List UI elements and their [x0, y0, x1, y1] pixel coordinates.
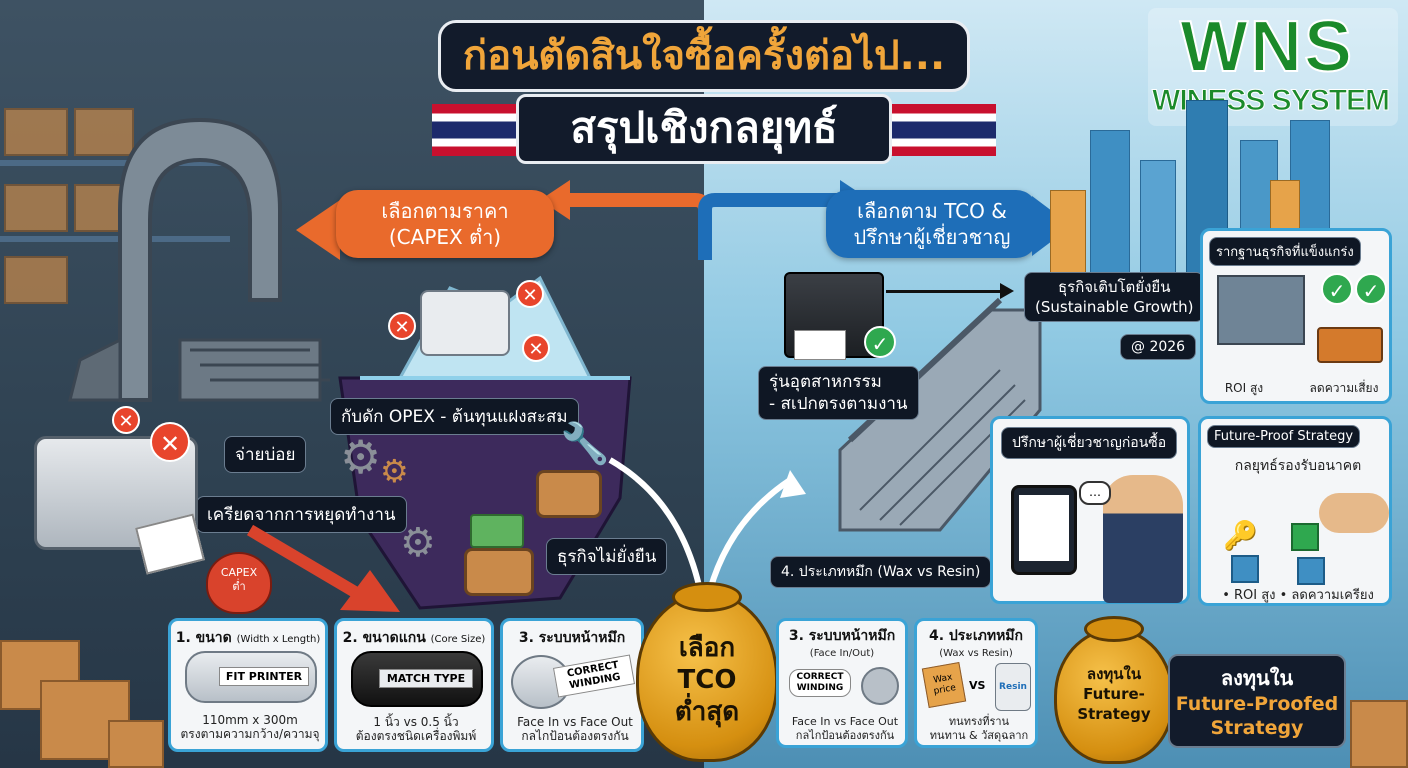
industrial-model-label: รุ่นอุตสาหกรรม - สเปกตรงตามงาน — [758, 366, 919, 420]
fork-road-arrows — [540, 180, 870, 260]
foundation-right-caption: ลดความเสี่ยง — [1309, 381, 1379, 395]
frequent-payment-label: จ่ายบ่อย — [224, 436, 307, 473]
thai-flag-right — [886, 104, 996, 156]
future-proof-title: Future-Proof Strategy — [1207, 425, 1361, 448]
close-icon: ✕ — [522, 334, 550, 362]
core-card-title: 2. ขนาดแกน — [342, 630, 426, 646]
future-proof-captions: • ROI สูง • ลดความเครียง — [1222, 588, 1374, 603]
chart-on-tablet — [1019, 495, 1069, 561]
cardboard-box — [108, 720, 164, 768]
check-icon: ✓ — [864, 326, 896, 358]
foundation-panel: รากฐานธุรกิจที่แข็งแกร่ง ✓ ✓ ROI สูง ลดค… — [1200, 228, 1392, 404]
gear-icon: ⚙ — [380, 452, 409, 490]
winding-card-desc: Face In vs Face Out กลไกป้อนต้องตรงกัน — [517, 715, 633, 743]
close-icon: ✕ — [112, 406, 140, 434]
page-title: ก่อนตัดสินใจซื้อครั้งต่อไป... — [438, 20, 970, 92]
sustainable-growth-label: ธุรกิจเติบโตยั่งยืน (Sustainable Growth) — [1024, 272, 1205, 322]
consult-expert-panel: ปรึกษาผู้เชี่ยวชาญก่อนซื้อ … — [990, 416, 1190, 604]
close-icon: ✕ — [388, 312, 416, 340]
year-label: @ 2026 — [1120, 334, 1197, 360]
future-proof-subtitle: กลยุทธ์รองรับอนาคต — [1234, 458, 1362, 474]
cube-icon — [1291, 523, 1319, 551]
warehouse-icon — [1217, 275, 1305, 345]
cube-icon — [1297, 557, 1325, 585]
correct-winding-label: CORRECT WINDING — [789, 669, 851, 697]
size-card-title: 1. ขนาด — [175, 630, 232, 646]
winding-card: 3. ระบบหน้าหมึก CORRECT WINDING Face In … — [500, 618, 644, 752]
wax-price-tag: Wax price — [921, 662, 967, 708]
size-card-title-en: (Width x Length) — [236, 634, 321, 645]
match-type-label: MATCH TYPE — [379, 669, 473, 688]
core-card-desc: 1 นิ้ว vs 0.5 นิ้ว ต้องตรงชนิดเครื่องพิม… — [355, 715, 477, 743]
wrench-icon: 🔧 — [560, 421, 610, 467]
check-icon: ✓ — [1355, 273, 1387, 305]
page-subtitle: สรุปเชิงกลยุทธ์ — [516, 94, 892, 164]
capex-money-bag — [206, 552, 272, 614]
core-size-card: 2. ขนาดแกน (Core Size) MATCH TYPE 1 นิ้ว… — [334, 618, 494, 752]
face-card-title: 3. ระบบหน้าหมึก — [788, 628, 896, 644]
choose-by-tco-label: เลือกตาม TCO & ปรึกษาผู้เชี่ยวชาญ — [826, 190, 1038, 258]
foundation-left-caption: ROI สูง — [1224, 381, 1264, 395]
left-choice-arrow-head — [296, 200, 340, 260]
capex-bag-label: CAPEX ต่ำ — [220, 566, 258, 593]
foundation-title: รากฐานธุรกิจที่แข็งแกร่ง — [1209, 237, 1361, 266]
opex-trap-label: กับดัก OPEX - ต้นทุนแฝงสะสม — [330, 398, 579, 435]
ink-card-title-en: (Wax vs Resin) — [939, 648, 1013, 659]
close-icon: ✕ — [150, 422, 190, 462]
invest-strategy-box — [1168, 654, 1346, 748]
downtime-stress-label: เครียดจากการหยุดทำงาน — [196, 496, 407, 533]
brand-logo: WNS — [1179, 6, 1354, 88]
ink-card-title: 4. ประเภทหมึก — [928, 628, 1024, 644]
wallet-icon — [536, 470, 602, 518]
road-paths — [608, 457, 806, 591]
invest-box-line2: Future-Proofed Strategy — [1175, 693, 1339, 739]
resin-bottle: Resin — [995, 663, 1031, 711]
size-card-desc: 110mm x 300m ตรงตามความกว้าง/ความจุ — [180, 713, 320, 741]
hand-icon — [1319, 493, 1389, 533]
tco-bag-text: เลือก TCO ต่ำสุด — [674, 633, 740, 727]
ruined-arch-illustration — [68, 117, 330, 402]
tco-bag-knot — [672, 582, 742, 612]
invest-bag-knot — [1084, 616, 1144, 642]
wallet-icon — [464, 548, 534, 596]
key-icon: 🔑 — [1223, 519, 1258, 552]
cube-icon — [1231, 555, 1259, 583]
decline-arrow — [246, 524, 400, 612]
consultant-avatar — [1103, 475, 1183, 603]
ink-card-desc: ทนทรงที่ราน ทนทาน & วัสดุฉลาก — [929, 715, 1029, 742]
gear-icon: ⚙ — [340, 430, 382, 484]
close-icon: ✕ — [516, 280, 544, 308]
face-card-desc: Face In vs Face Out กลไกป้อนต้องตรงกัน — [791, 715, 899, 742]
ink-type-label: 4. ประเภทหมึก (Wax vs Resin) — [770, 556, 992, 588]
face-card-title-en: (Face In/Out) — [809, 648, 875, 659]
money-icon — [470, 514, 524, 548]
invest-bag-text: ลงทุนใน Future- Strategy — [1077, 665, 1151, 723]
chat-bubble-icon: … — [1079, 481, 1111, 505]
ink-type-card: 4. ประเภทหมึก (Wax vs Resin) Wax price V… — [914, 618, 1038, 748]
check-icon: ✓ — [1321, 273, 1353, 305]
size-card: 1. ขนาด (Width x Length) FIT PRINTER 110… — [168, 618, 328, 752]
fit-printer-label: FIT PRINTER — [219, 667, 309, 686]
city-skyline — [1050, 100, 1360, 280]
growth-arrow-head — [1000, 283, 1014, 299]
core-card-title-en: (Core Size) — [430, 634, 486, 645]
winding-card-title: 3. ระบบหน้าหมึก — [518, 630, 626, 646]
ribbon-roll-icon — [861, 667, 899, 705]
invest-box-line1: ลงทุนใน — [1220, 666, 1294, 690]
printed-label-paper — [794, 330, 846, 360]
growth-arrow — [886, 290, 1006, 293]
vs-label: VS — [969, 679, 986, 692]
delivery-truck-icon — [1317, 327, 1383, 363]
correct-winding-label: CORRECT WINDING — [552, 654, 636, 698]
consult-title: ปรึกษาผู้เชี่ยวชาญก่อนซื้อ — [1001, 427, 1178, 459]
future-proof-panel: Future-Proof Strategy กลยุทธ์รองรับอนาคต… — [1198, 416, 1392, 606]
cardboard-box — [1350, 700, 1408, 768]
unsustainable-label: ธุรกิจไม่ยั่งยืน — [546, 538, 668, 575]
gear-icon: ⚙ — [400, 520, 436, 566]
face-in-out-card: 3. ระบบหน้าหมึก (Face In/Out) CORRECT WI… — [776, 618, 908, 748]
choose-by-price-label: เลือกตามราคา (CAPEX ต่ำ) — [336, 190, 554, 258]
printer-on-iceberg — [420, 290, 510, 356]
